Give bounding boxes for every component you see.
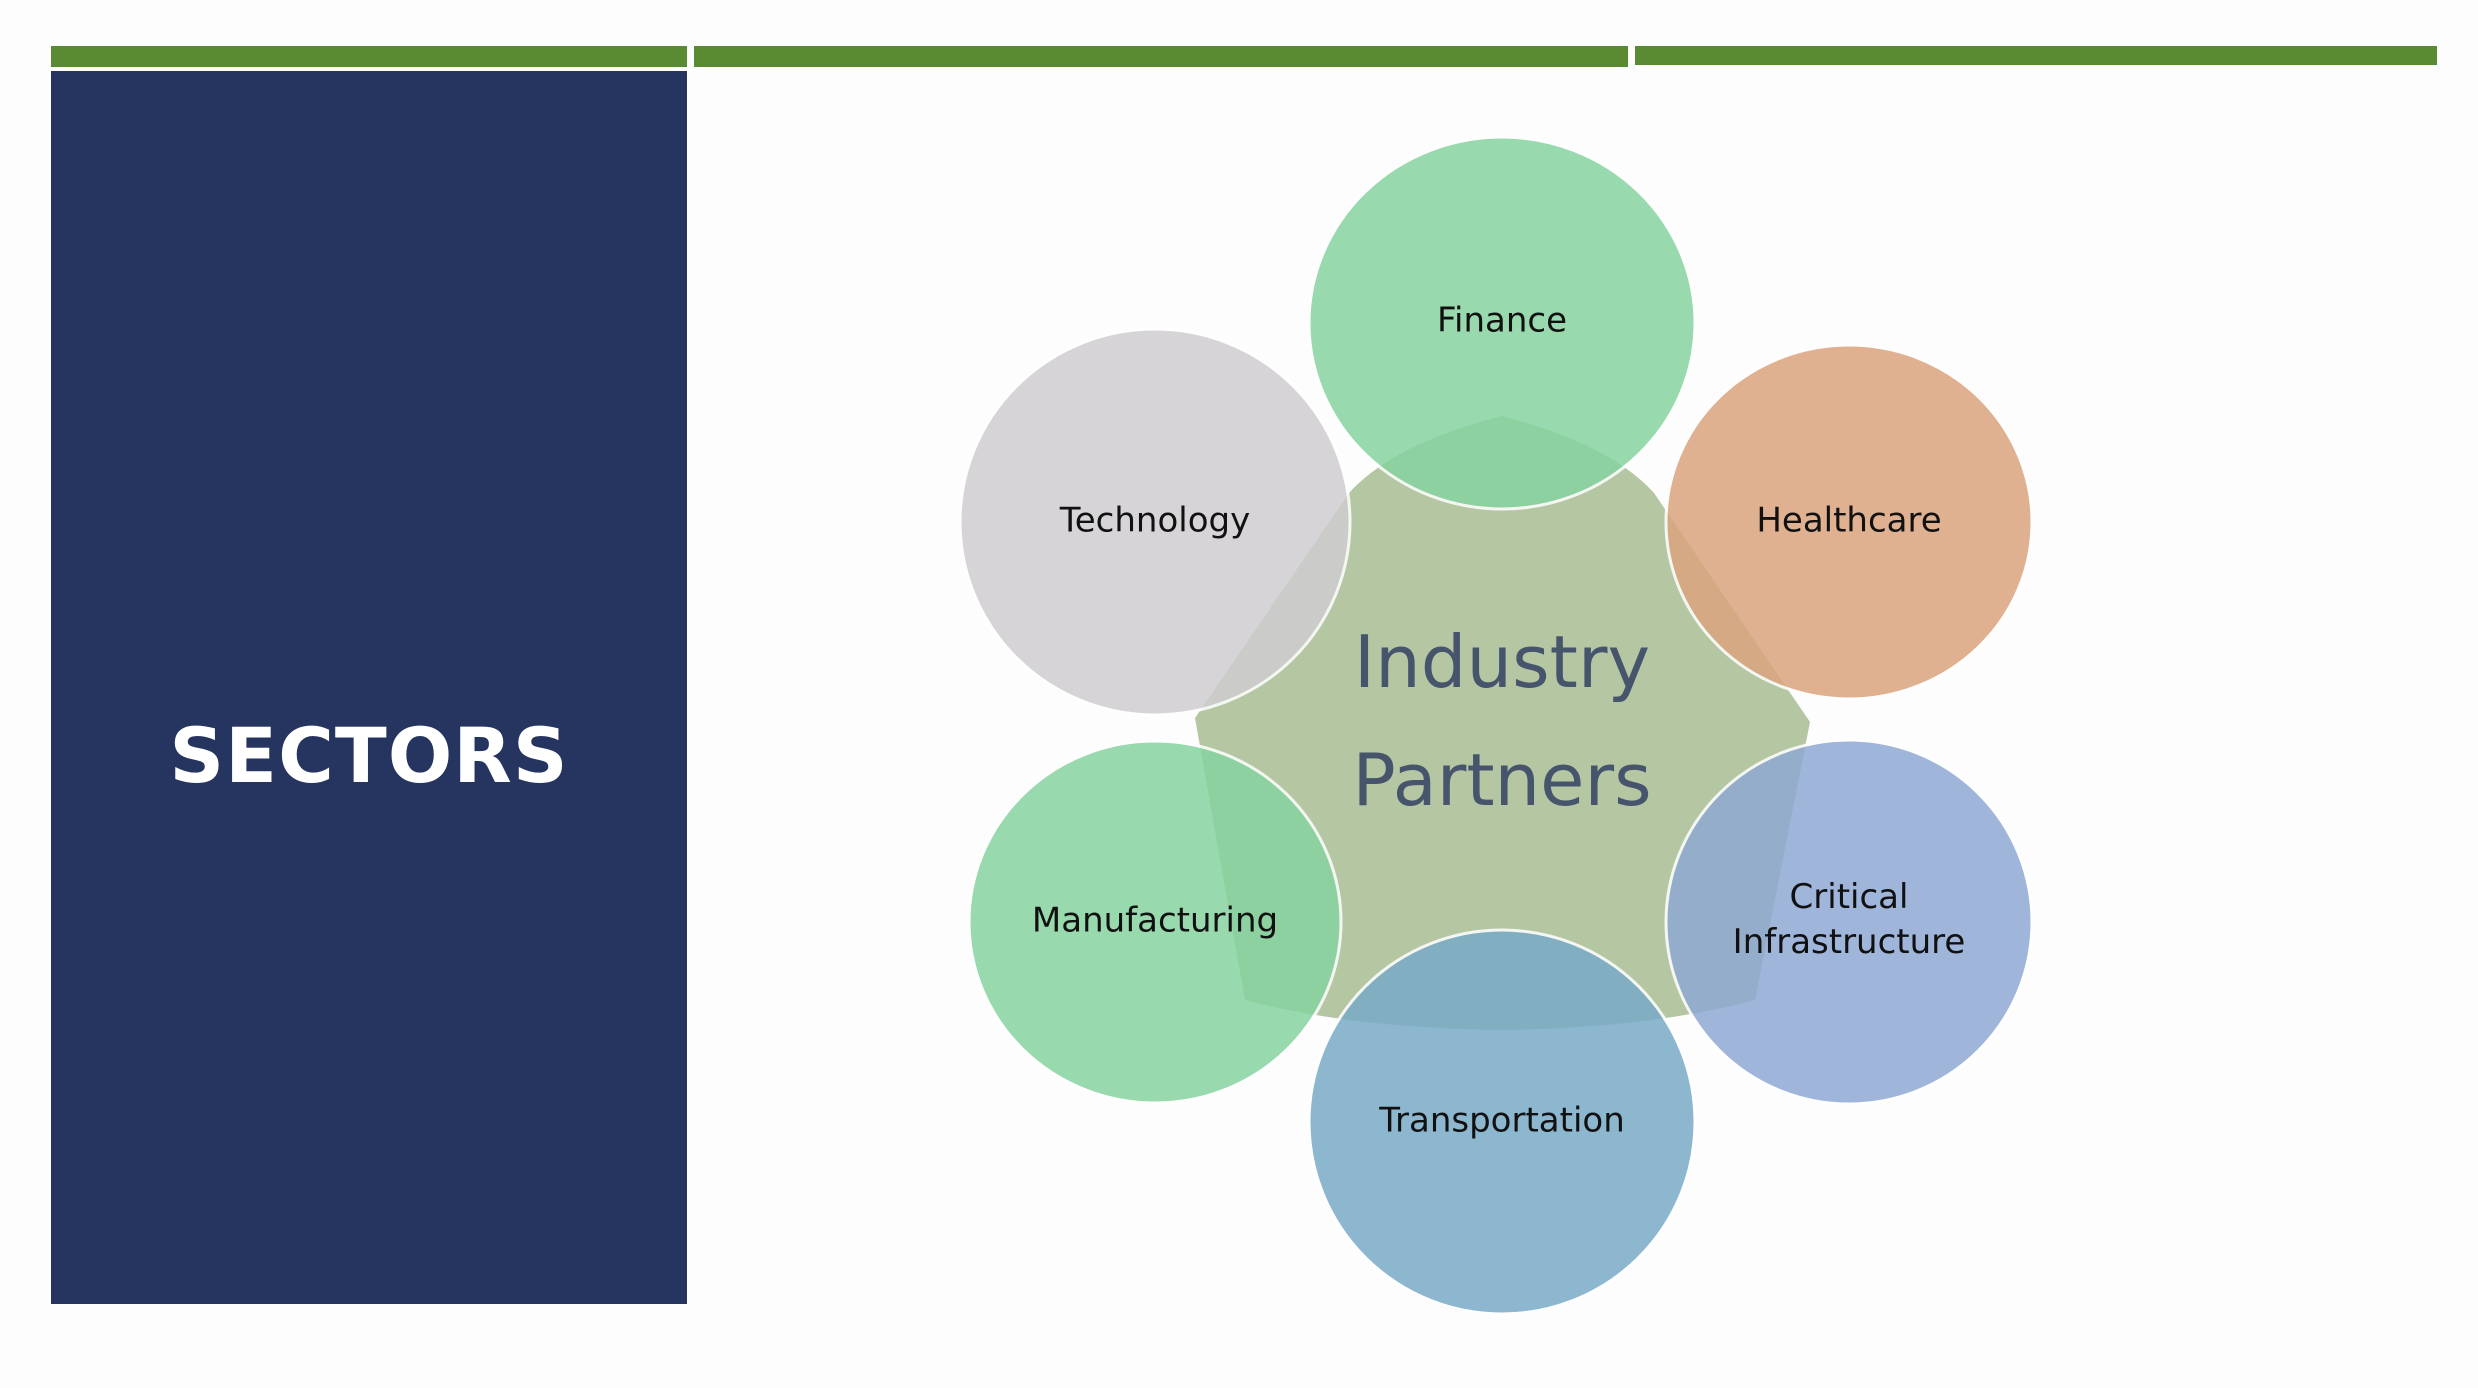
sector-label-technology: Technology xyxy=(1059,500,1251,541)
sector-circle-healthcare xyxy=(1664,343,2034,701)
top-accent-bar-left xyxy=(51,46,687,67)
sector-label-critical-line2: Infrastructure xyxy=(1732,922,1966,962)
slide-title: SECTORS xyxy=(169,711,569,800)
sector-label-critical-line1: Critical xyxy=(1789,877,1909,917)
sector-label-critical-infrastructure: Critical Infrastructure xyxy=(1733,875,1966,965)
sector-label-healthcare: Healthcare xyxy=(1756,500,1942,541)
center-label-line2: Partners xyxy=(1352,738,1652,822)
center-label: Industry Partners xyxy=(1352,603,1651,839)
sector-label-finance: Finance xyxy=(1436,300,1568,341)
title-panel: SECTORS xyxy=(51,71,687,1304)
top-accent-bar-right xyxy=(1635,46,2437,65)
center-label-line1: Industry xyxy=(1353,620,1651,704)
sector-circle-manufacturing xyxy=(967,739,1343,1105)
sector-circle-transportation xyxy=(1307,928,1697,1316)
sector-circle-finance xyxy=(1307,135,1697,511)
sector-circle-technology xyxy=(958,327,1352,717)
sector-circle-critical-infrastructure xyxy=(1664,738,2034,1106)
sector-label-transportation: Transportation xyxy=(1379,1100,1625,1141)
sector-label-manufacturing: Manufacturing xyxy=(1031,900,1279,941)
top-accent-bar-middle xyxy=(694,46,1628,67)
center-shape xyxy=(1195,416,1810,1030)
